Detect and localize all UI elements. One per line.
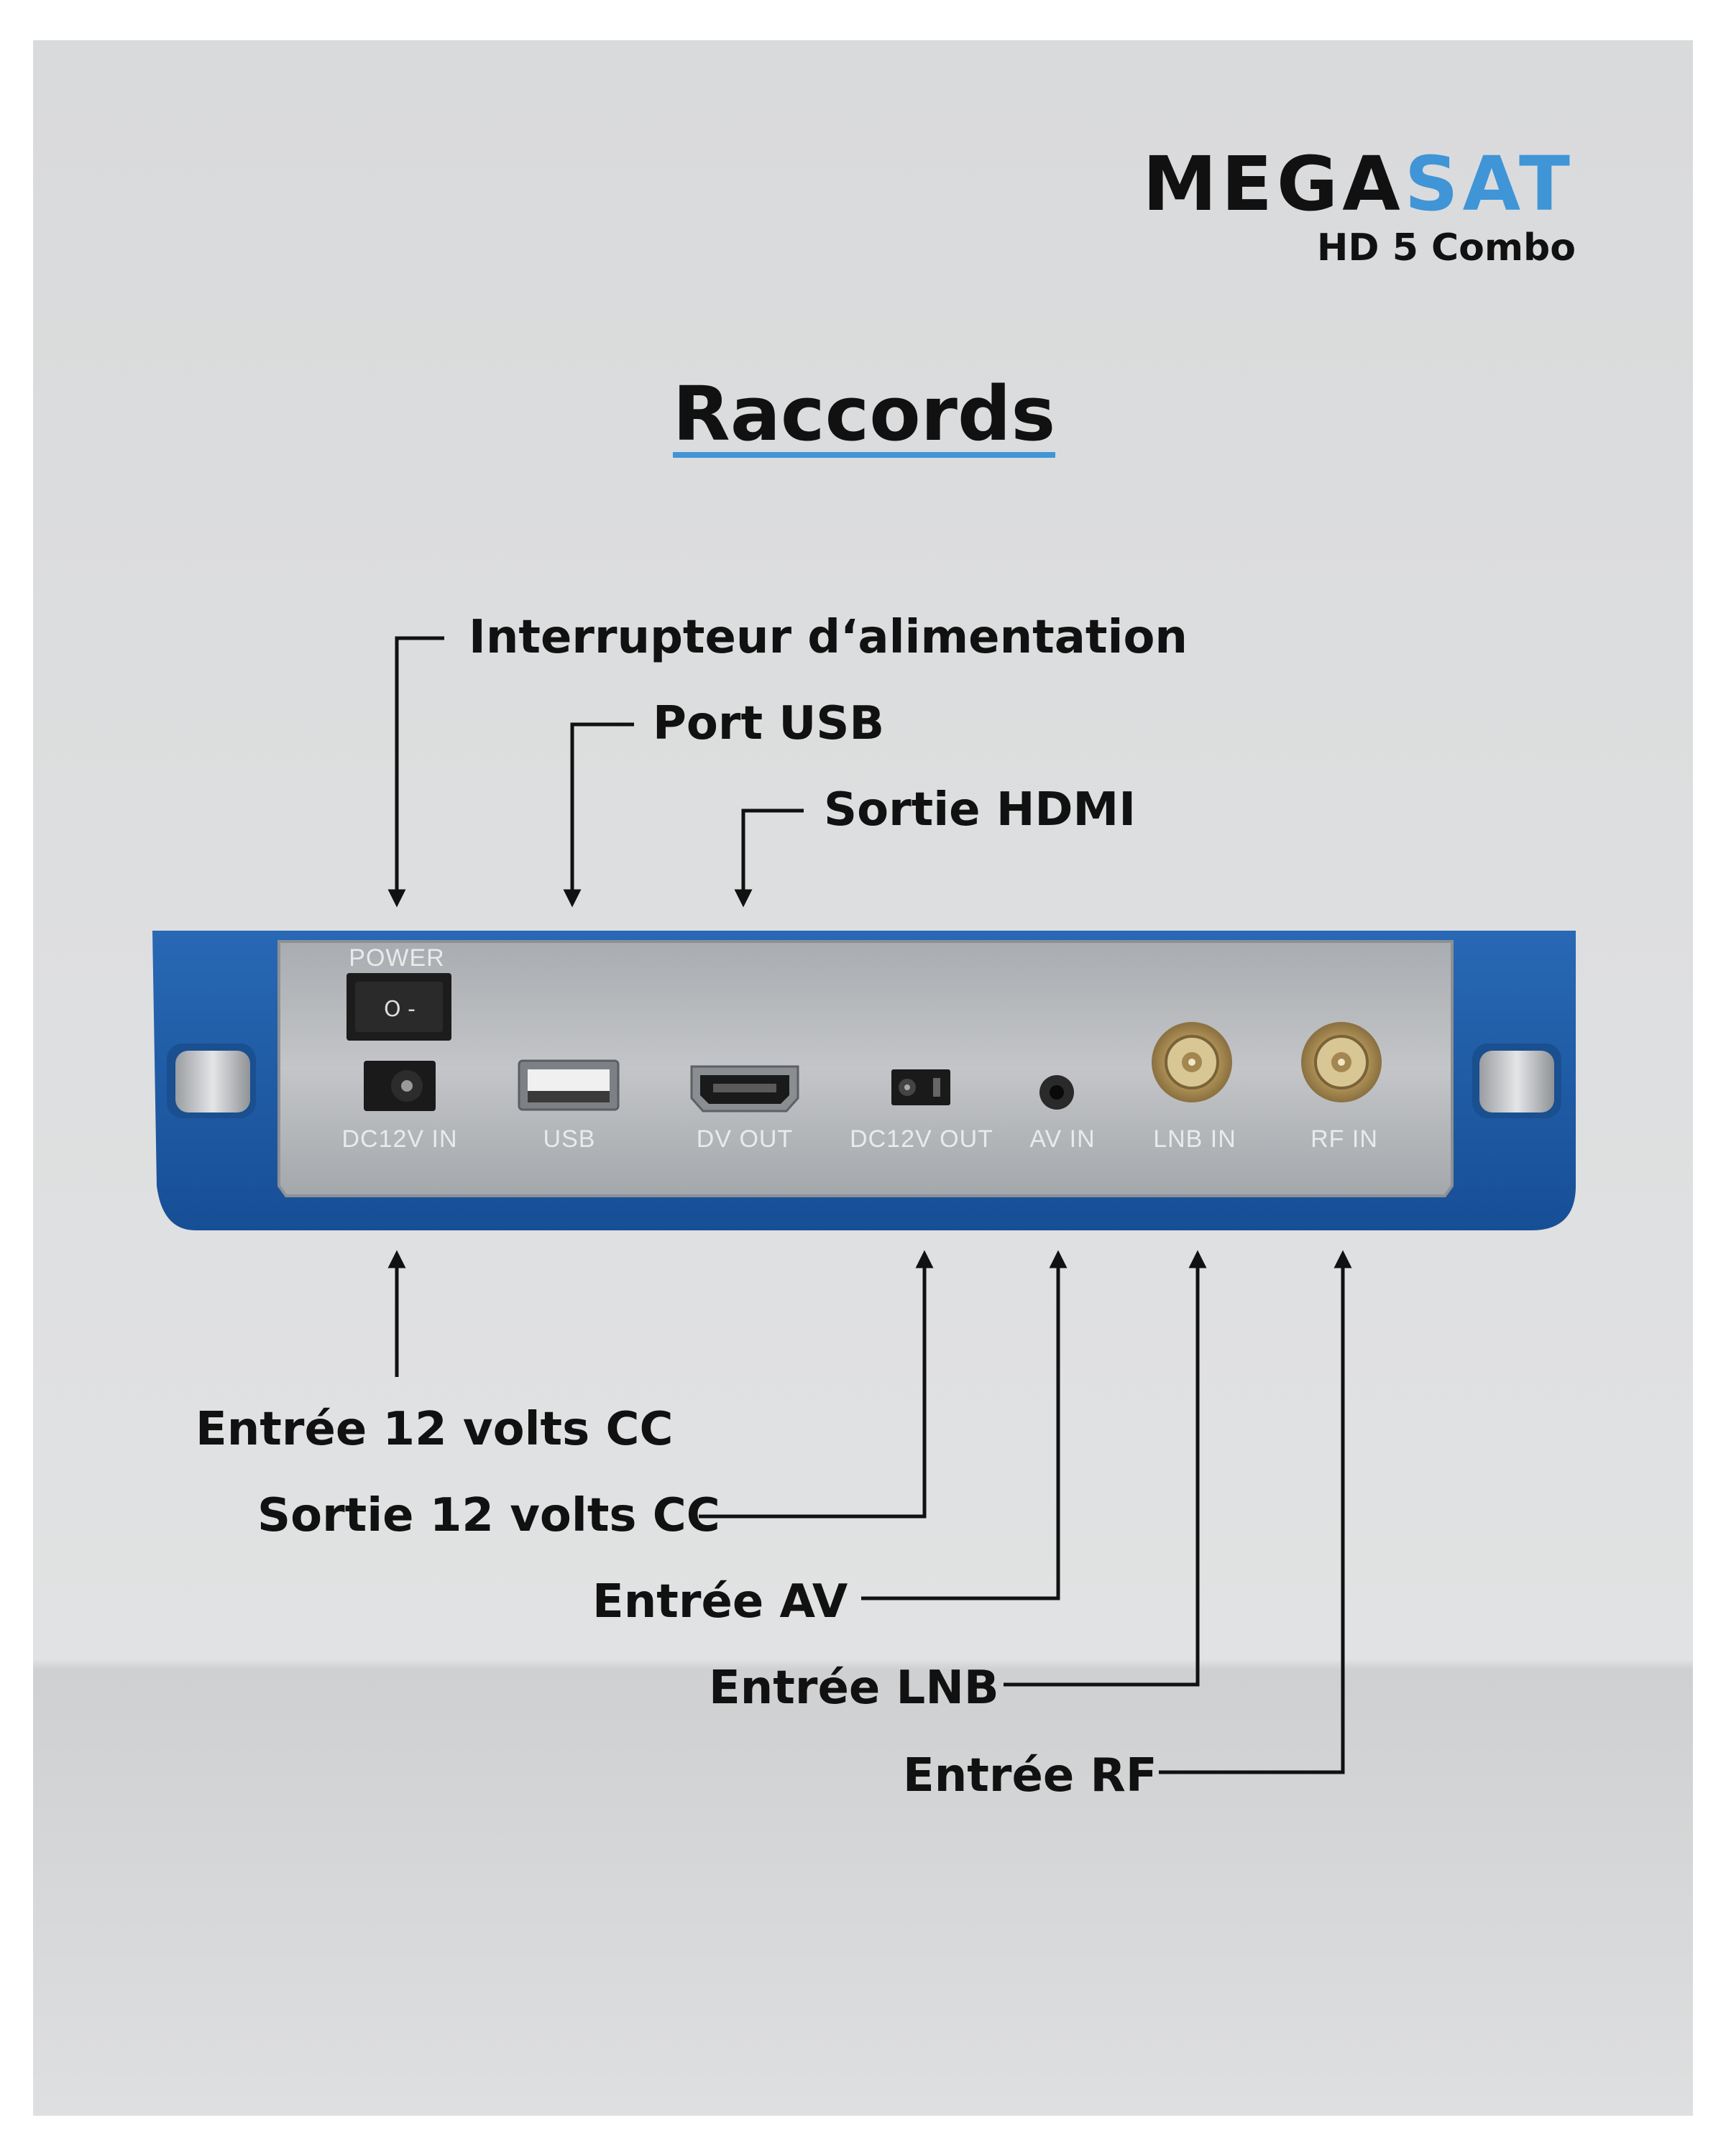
leader-av-in	[861, 1250, 1068, 1600]
silver-panel	[277, 940, 1454, 1197]
top-callouts: Interrupteur d‘alimentation Port USB Sor…	[387, 611, 1188, 908]
panel-label-power: POWER	[349, 944, 444, 972]
logo-mega: MEGA	[1142, 140, 1404, 228]
leader-rf-in	[1159, 1250, 1352, 1774]
callout-usb-port: Port USB	[653, 697, 884, 750]
leader-dc-out	[699, 1250, 934, 1519]
callout-av-in: Entrée AV	[592, 1575, 848, 1628]
leader-usb-port	[563, 722, 634, 908]
callout-lnb-in: Entrée LNB	[709, 1662, 999, 1715]
panel-label-dc-out: DC12V OUT	[850, 1125, 993, 1153]
page-title: Raccords	[673, 370, 1056, 458]
right-handle	[1472, 1044, 1561, 1118]
callout-dc-out: Sortie 12 volts CC	[257, 1489, 720, 1542]
panel-label-rf-in: RF IN	[1310, 1125, 1378, 1153]
svg-text:MEGASAT: MEGASAT	[1142, 140, 1574, 228]
leader-lnb-in	[1004, 1250, 1207, 1687]
panel-label-usb: USB	[543, 1125, 596, 1153]
callout-dc-in: Entrée 12 volts CC	[196, 1403, 673, 1456]
left-handle	[167, 1044, 256, 1118]
model-name: HD 5 Combo	[1317, 226, 1576, 270]
panel-label-lnb-in: LNB IN	[1153, 1125, 1236, 1153]
bottom-callouts: Entrée 12 volts CC Sortie 12 volts CC En…	[196, 1250, 1352, 1802]
brand-logo: MEGASAT HD 5 Combo	[1142, 140, 1576, 270]
title-underline	[673, 452, 1055, 458]
panel-label-dc-in: DC12V IN	[341, 1125, 457, 1153]
callout-rf-in: Entrée RF	[903, 1749, 1157, 1802]
panel-label-av-in: AV IN	[1029, 1125, 1095, 1153]
switch-glyphs: O -	[384, 997, 416, 1022]
panel-label-dv-out: DV OUT	[697, 1125, 793, 1153]
callout-hdmi-out: Sortie HDMI	[824, 783, 1136, 837]
leader-hdmi-out	[734, 808, 804, 908]
leader-power-switch	[387, 636, 444, 908]
callout-power-switch: Interrupteur d‘alimentation	[469, 611, 1188, 664]
logo-sat: SAT	[1405, 140, 1574, 228]
receiver-back-panel: POWER O - DC12V IN USB DV OUT DC12V OUT …	[152, 931, 1576, 1230]
